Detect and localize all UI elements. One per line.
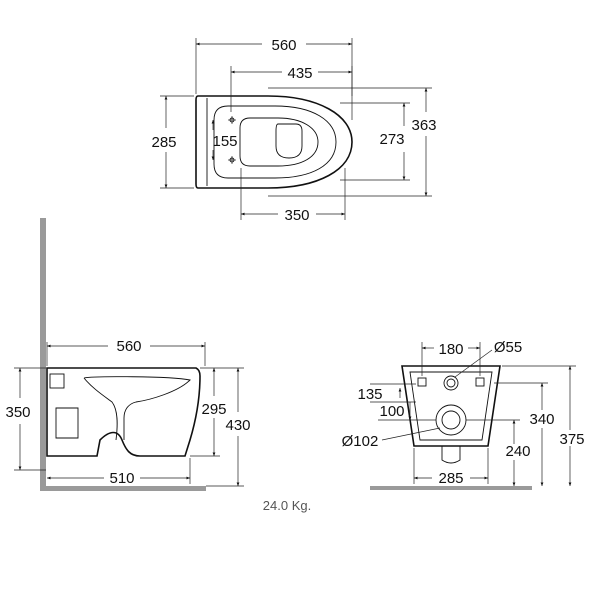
back-dim-diam102: Ø102 <box>342 433 379 450</box>
back-view-floor <box>370 486 532 490</box>
side-dim-430: 430 <box>225 417 250 434</box>
back-view-inlet-inner <box>446 378 456 388</box>
top-view-bowl-rim <box>213 105 337 179</box>
side-view-pan-outline <box>46 367 201 457</box>
top-dim-560: 560 <box>271 37 296 54</box>
back-view-outline <box>401 365 501 447</box>
side-view-floor <box>40 486 206 491</box>
back-dim-135: 135 <box>357 386 382 403</box>
top-view-fixing-holes <box>228 116 236 164</box>
back-dim-240: 240 <box>505 443 530 460</box>
back-dim-375: 375 <box>559 431 584 448</box>
back-dim-285: 285 <box>438 470 463 487</box>
top-dim-273: 273 <box>379 131 404 148</box>
side-dim-350: 350 <box>5 404 30 421</box>
back-dim-340: 340 <box>529 411 554 428</box>
side-view-outlet <box>55 407 79 439</box>
side-dim-560: 560 <box>116 338 141 355</box>
top-view-bowl-inner <box>239 117 319 167</box>
weight-label: 24.0 Kg. <box>263 498 311 513</box>
back-dim-100: 100 <box>379 403 404 420</box>
back-view-inlet-circle <box>443 375 459 391</box>
back-view-inner-outline <box>409 371 493 441</box>
back-view-fixing-right <box>475 377 485 387</box>
back-dim-diam55: Ø55 <box>494 339 522 356</box>
top-dim-285: 285 <box>151 134 176 151</box>
top-dim-155: 155 <box>212 133 237 150</box>
back-view-spigot <box>441 446 461 464</box>
top-view-outlet <box>275 123 303 159</box>
back-view: 180 Ø55 135 100 Ø102 340 240 375 <box>342 339 585 490</box>
top-view-outline <box>195 95 353 189</box>
back-dim-180: 180 <box>438 341 463 358</box>
back-view-outlet-inner <box>441 410 461 430</box>
top-dim-363: 363 <box>411 117 436 134</box>
side-view-bowl-inner <box>83 376 191 441</box>
side-dim-295: 295 <box>201 401 226 418</box>
side-dim-510: 510 <box>109 470 134 487</box>
top-dim-435: 435 <box>287 65 312 82</box>
back-view-fixing-left <box>417 377 427 387</box>
side-view-wall <box>40 218 46 490</box>
top-view: 560 435 285 155 273 363 350 <box>151 37 436 224</box>
side-view: 560 350 295 430 510 <box>5 218 251 491</box>
side-view-inlet <box>49 373 65 389</box>
top-dim-350: 350 <box>284 207 309 224</box>
back-view-outlet-circle <box>435 404 467 436</box>
